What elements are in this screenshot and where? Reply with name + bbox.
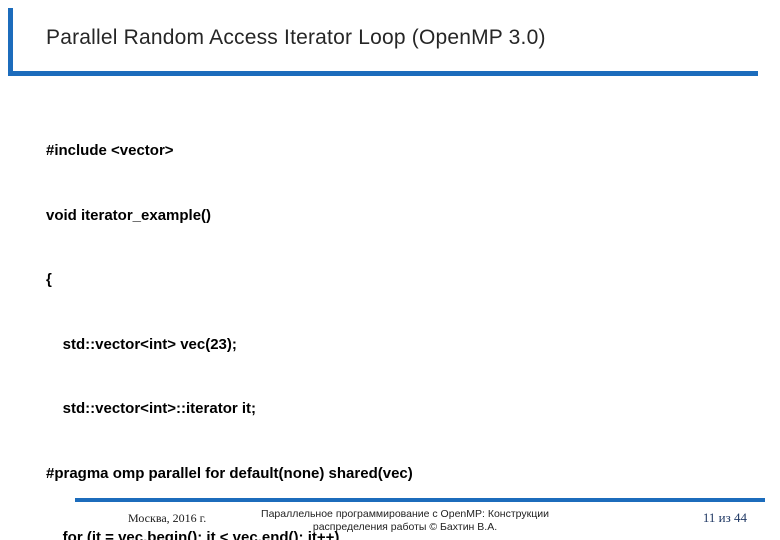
footer-divider-rule [75, 498, 765, 502]
code-line: { [46, 271, 52, 288]
code-line: std::vector<int> vec(23); [46, 335, 237, 353]
code-line: for (it = vec.begin(); it < vec.end(); i… [46, 529, 340, 540]
footer-course-line2: распределения работы © Бахтин В.А. [312, 520, 498, 533]
code-line: void iterator_example() [46, 206, 212, 224]
title-underline-rule [8, 71, 758, 76]
footer-page-number: 11 из 44 [702, 510, 747, 525]
code-line: #include <vector> [46, 142, 174, 159]
code-line: #pragma omp parallel for default(none) s… [46, 464, 413, 482]
footer-course-credit: Параллельное программирование с OpenMP: … [240, 508, 570, 533]
code-line: std::vector<int>::iterator it; [46, 400, 257, 417]
code-block: #include <vector> void iterator_example(… [46, 97, 413, 540]
footer-location-date: Москва, 2016 г. [128, 511, 207, 525]
footer-course-line1: Параллельное программирование с OpenMP: … [261, 508, 549, 520]
slide-title: Parallel Random Access Iterator Loop (Op… [46, 26, 546, 49]
title-accent-bar [8, 8, 13, 76]
